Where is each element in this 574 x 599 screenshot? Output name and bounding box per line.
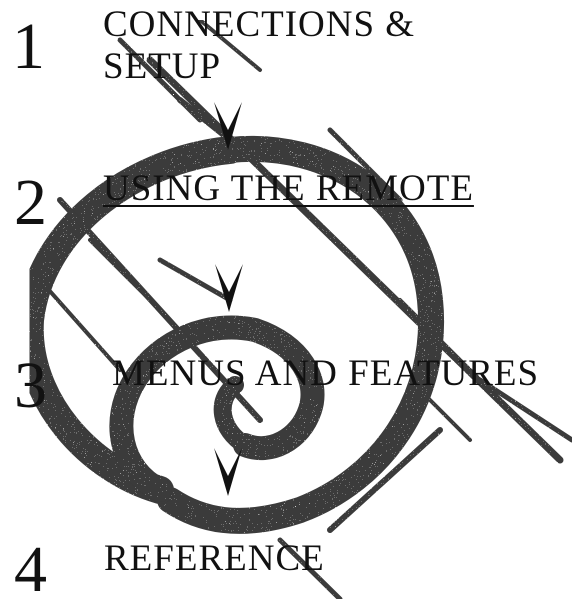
down-arrow-icon	[213, 262, 245, 314]
step-1-number: 1	[12, 14, 45, 80]
step-2-number: 2	[14, 170, 47, 236]
down-arrow-icon	[212, 446, 244, 498]
step-4-number: 4	[14, 537, 47, 599]
step-3-label: MENUS AND FEATURES	[112, 355, 539, 394]
step-1-label-line2: SETUP	[103, 48, 221, 87]
step-4-label: REFERENCE	[104, 540, 325, 579]
step-2-label: USING THE REMOTE	[103, 170, 474, 209]
step-1-label-line1: CONNECTIONS &	[103, 6, 415, 45]
down-arrow-icon	[212, 100, 244, 152]
step-3-number: 3	[14, 353, 47, 419]
